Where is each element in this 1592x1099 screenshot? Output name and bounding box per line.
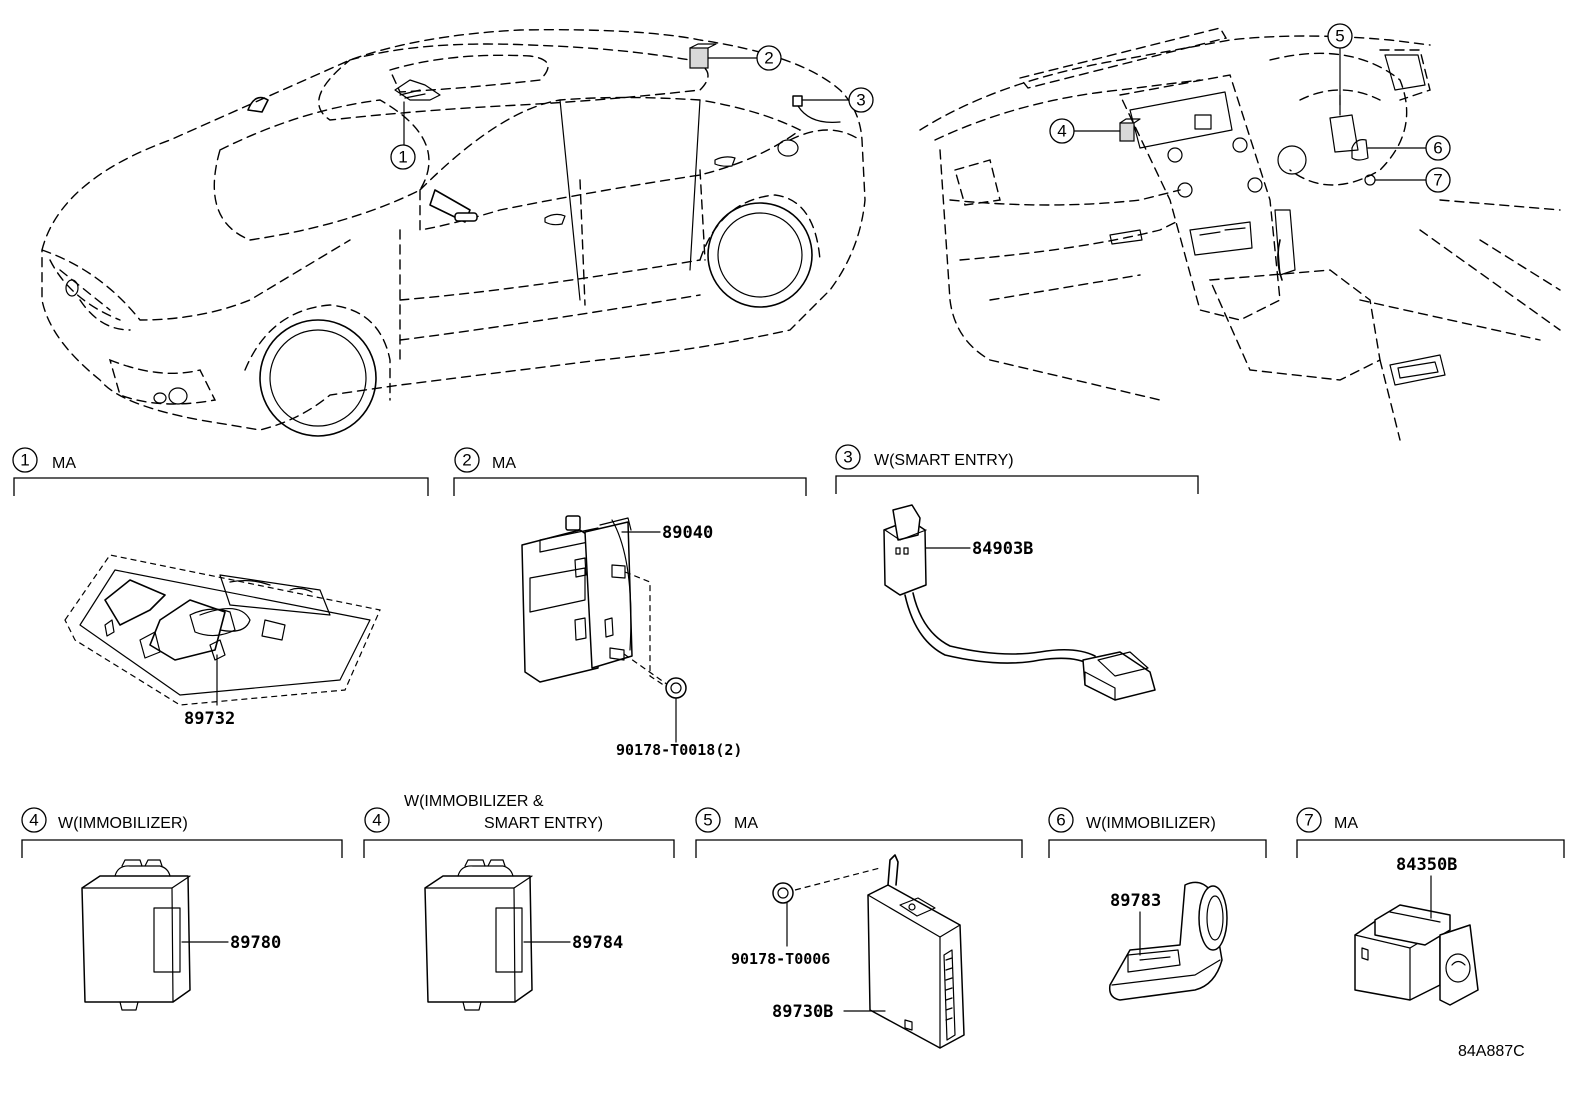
svg-text:2: 2 [764,49,773,68]
part-89040-illustration [521,515,687,699]
svg-text:1: 1 [398,148,407,167]
svg-text:4: 4 [372,811,381,830]
svg-text:SMART ENTRY): SMART ENTRY) [484,815,603,832]
svg-text:6: 6 [1433,139,1442,158]
section-3: 3 W(SMART ENTRY) 84903B [835,444,1199,701]
svg-text:MA: MA [492,455,516,472]
svg-text:7: 7 [1433,171,1442,190]
svg-text:6: 6 [1056,811,1065,830]
svg-text:MA: MA [52,455,76,472]
part-number-89732: 89732 [184,709,235,729]
svg-text:W(SMART ENTRY): W(SMART ENTRY) [874,452,1014,469]
svg-text:7: 7 [1304,811,1313,830]
callout-3-car: 3 [801,87,874,113]
part-89730B-illustration [772,854,965,1049]
svg-text:W(IMMOBILIZER): W(IMMOBILIZER) [58,815,188,832]
svg-text:5: 5 [703,811,712,830]
part-number-89783: 89783 [1110,891,1161,911]
part-number-84350B: 84350B [1396,855,1457,875]
car-overview-illustration [41,29,866,437]
callout-5-dash: 5 [1327,23,1353,106]
section-2: 2 MA 89040 90178-T0018(2) [453,447,807,759]
svg-text:MA: MA [734,815,758,832]
part-84903B-illustration [883,504,1156,701]
svg-text:MA: MA [1334,815,1358,832]
part-number-84903B: 84903B [972,539,1033,559]
part-89784-illustration [424,859,533,1011]
callout-2-car: 2 [707,45,782,71]
section-5: 5 MA 90178-T0006 89730B [695,807,1023,1049]
part-84350B-illustration [1354,904,1479,1006]
callout-4-dash: 4 [1049,118,1121,144]
part-89783-illustration [1108,881,1228,1001]
part-number-89780: 89780 [230,933,281,953]
svg-text:2: 2 [462,451,471,470]
callout-1-car: 1 [390,101,416,170]
svg-text:1: 1 [20,451,29,470]
svg-text:5: 5 [1335,27,1344,46]
section-4-immobilizer: 4 W(IMMOBILIZER) 89780 [21,807,343,1011]
section-4-immobilizer-smart-entry: 4 W(IMMOBILIZER & SMART ENTRY) 89784 [363,793,675,1011]
svg-text:3: 3 [856,91,865,110]
part-number-89784: 89784 [572,933,623,953]
svg-text:4: 4 [29,811,38,830]
part-number-89040: 89040 [662,523,713,543]
drawing-code: 84A887C [1458,1043,1525,1060]
section-7: 7 MA 84350B [1296,807,1565,1006]
dashboard-overview-illustration [919,27,1561,441]
section-1: 1 MA 89732 [12,447,429,729]
svg-text:4: 4 [1057,122,1066,141]
part-number-90178-T0018: 90178-T0018(2) [616,741,742,759]
part-89780-illustration [81,859,191,1011]
part-89732-illustration [64,554,381,706]
section-6: 6 W(IMMOBILIZER) 89783 [1048,807,1267,1001]
part-number-90178-T0006: 90178-T0006 [731,950,830,968]
callout-6-dash: 6 [1367,135,1451,161]
part-number-89730B: 89730B [772,1002,833,1022]
callout-7-dash: 7 [1374,167,1451,193]
svg-text:W(IMMOBILIZER &: W(IMMOBILIZER & [404,793,544,810]
svg-text:W(IMMOBILIZER): W(IMMOBILIZER) [1086,815,1216,832]
svg-text:3: 3 [843,448,852,467]
